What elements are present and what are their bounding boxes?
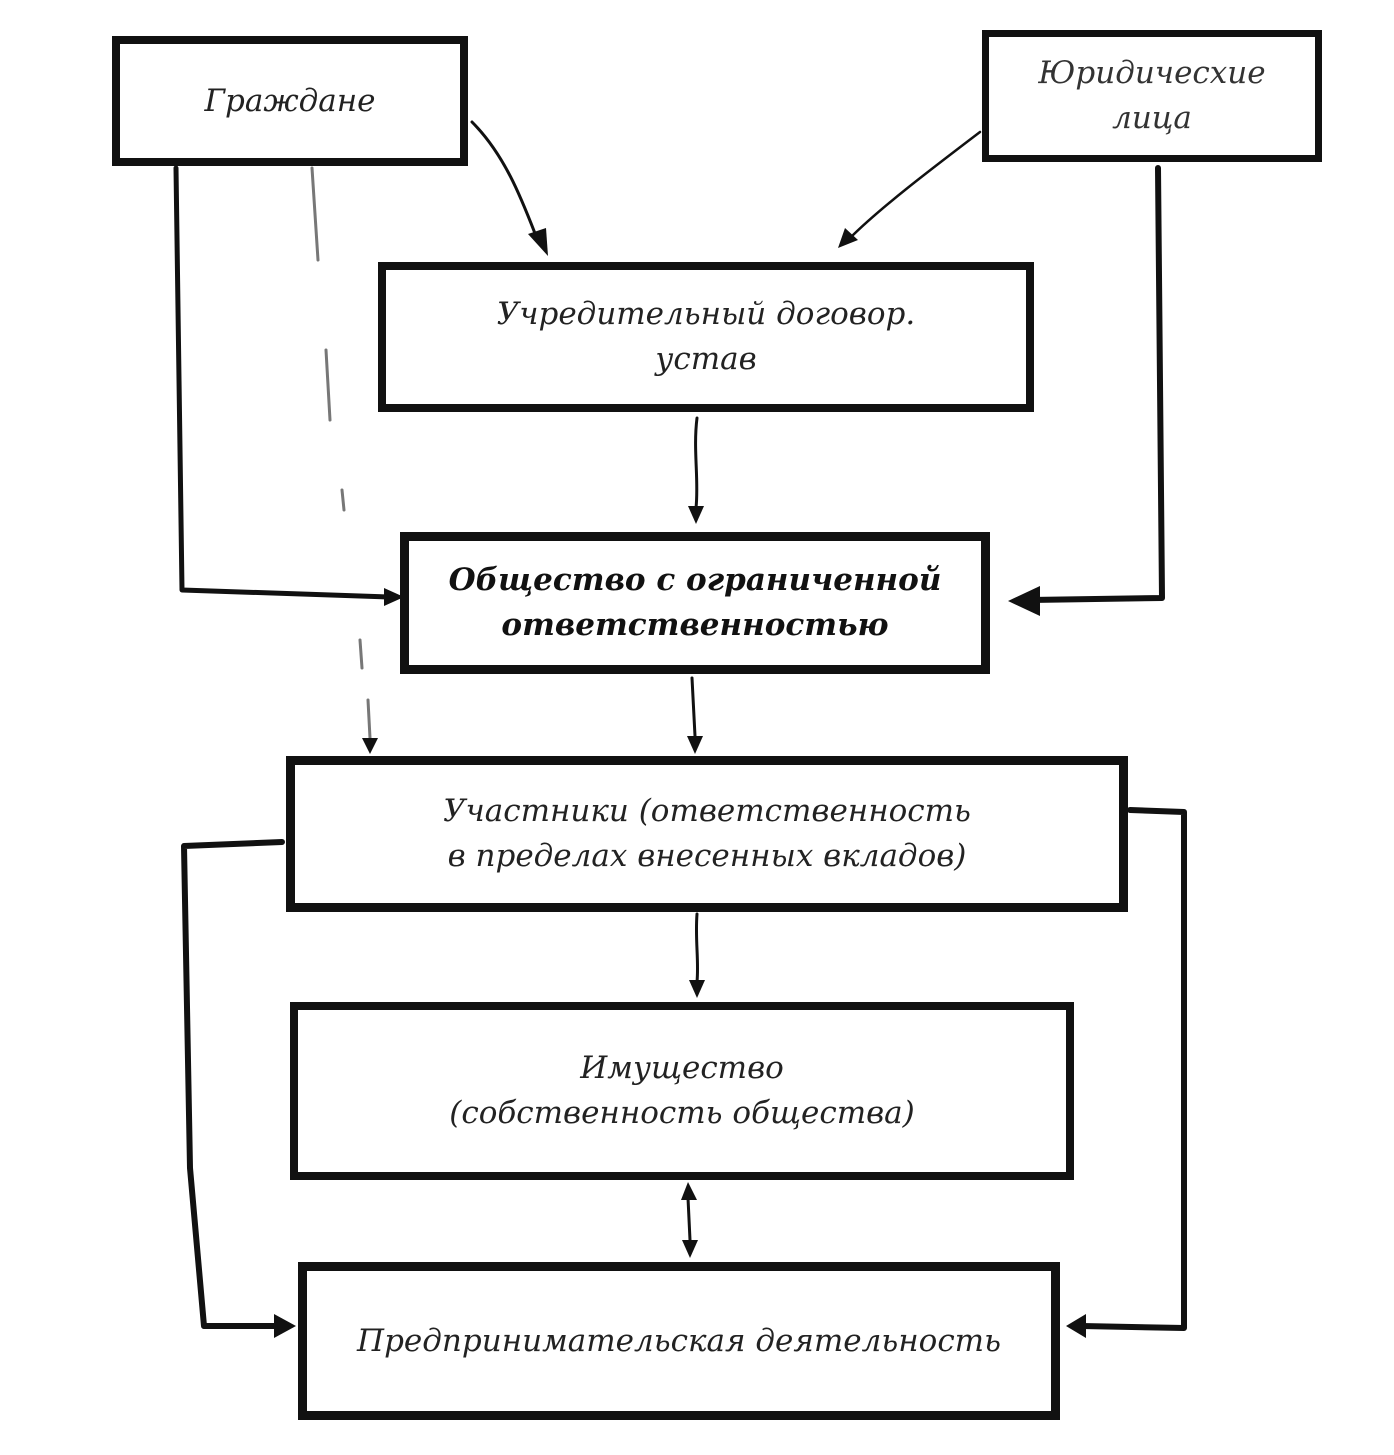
edge-legal-to-llc bbox=[1027, 165, 1165, 603]
arrowhead bbox=[1008, 586, 1040, 616]
node-citizens: Граждане bbox=[112, 36, 468, 166]
node-label: Юридичесхие bbox=[1038, 55, 1266, 92]
arrowhead bbox=[838, 228, 858, 248]
node-label: устав bbox=[655, 341, 757, 377]
arrowhead bbox=[362, 738, 378, 754]
edge-members-to-property bbox=[694, 912, 700, 984]
edge-charter-to-llc bbox=[694, 416, 699, 510]
arrowhead bbox=[384, 588, 404, 606]
node-legal-entities: Юридичесхие лица bbox=[982, 30, 1322, 162]
edge-citizens-to-llc bbox=[173, 165, 393, 600]
node-label: Граждане bbox=[204, 82, 376, 119]
node-charter: Учредительный договор. устав bbox=[378, 262, 1034, 412]
node-llc: Общество с ограниченной ответственностью bbox=[400, 532, 990, 674]
node-label: ответственностью bbox=[501, 607, 889, 643]
edge-members-to-business-right bbox=[1079, 807, 1187, 1331]
node-label: лица bbox=[1112, 100, 1192, 136]
edge-citizens-to-charter bbox=[470, 120, 538, 238]
node-label: в пределах внесенных вкладов) bbox=[447, 838, 967, 874]
arrowhead bbox=[1066, 1314, 1086, 1338]
node-property: Имущество (собственность общества) bbox=[290, 1002, 1074, 1180]
edge-citizens-to-members bbox=[310, 166, 372, 740]
edge-llc-to-members bbox=[690, 676, 697, 738]
node-members: Участники (ответственность в пределах вн… bbox=[286, 756, 1128, 912]
node-label: Участники (ответственность bbox=[443, 793, 971, 830]
edge-legal-to-charter bbox=[848, 130, 982, 240]
arrowhead bbox=[681, 1182, 697, 1200]
node-label: Предпринимательская деятельность bbox=[357, 1322, 1001, 1359]
arrowhead bbox=[528, 228, 548, 256]
edge-property-business bbox=[686, 1196, 692, 1242]
arrowhead bbox=[687, 736, 703, 754]
arrowhead bbox=[688, 506, 704, 524]
arrowhead bbox=[689, 980, 705, 998]
node-business: Предпринимательская деятельность bbox=[298, 1262, 1060, 1420]
node-label: Общество с ограниченной bbox=[448, 562, 942, 599]
arrowhead bbox=[274, 1314, 296, 1338]
node-label: Учредительный договор. bbox=[496, 296, 916, 333]
node-label: (собственность общества) bbox=[449, 1095, 915, 1131]
node-label: Имущество bbox=[580, 1050, 784, 1087]
arrowhead bbox=[682, 1240, 698, 1258]
edge-members-to-business-left bbox=[181, 839, 285, 1329]
